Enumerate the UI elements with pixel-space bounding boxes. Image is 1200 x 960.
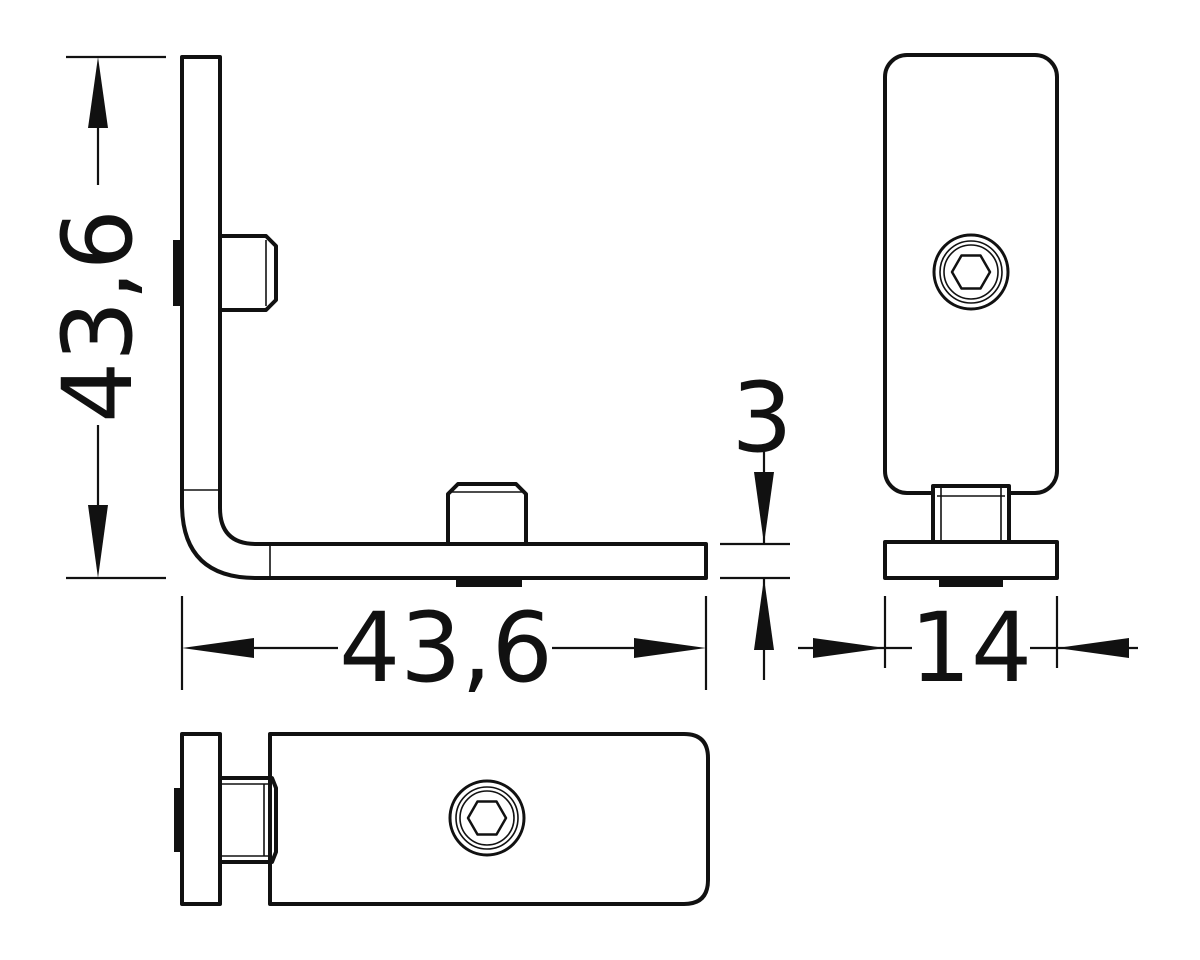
dimension-height-label: 43,6 [42,209,154,423]
side-stud [931,484,1011,546]
hex-socket-screw-top [448,779,526,857]
top-stud [174,776,278,864]
dimension-thickness: 3 [720,362,793,680]
dimension-width-label: 43,6 [339,592,553,704]
dimension-height: 43,6 [42,55,166,580]
side-flange [883,540,1059,580]
l-bracket-outline [180,55,708,580]
dimension-depth: 14 [798,592,1138,704]
stud-vertical-leg [173,234,278,312]
top-plate [268,732,710,906]
top-flange [180,732,222,906]
side-view [883,53,1059,587]
dimension-thickness-label: 3 [731,362,792,474]
stud-horizontal-leg [446,482,528,587]
dimension-width: 43,6 [180,592,708,704]
front-view [173,55,708,587]
hex-socket-screw-side [932,233,1010,311]
top-view [174,732,710,906]
dimension-depth-label: 14 [910,592,1032,704]
side-plate [883,53,1059,495]
